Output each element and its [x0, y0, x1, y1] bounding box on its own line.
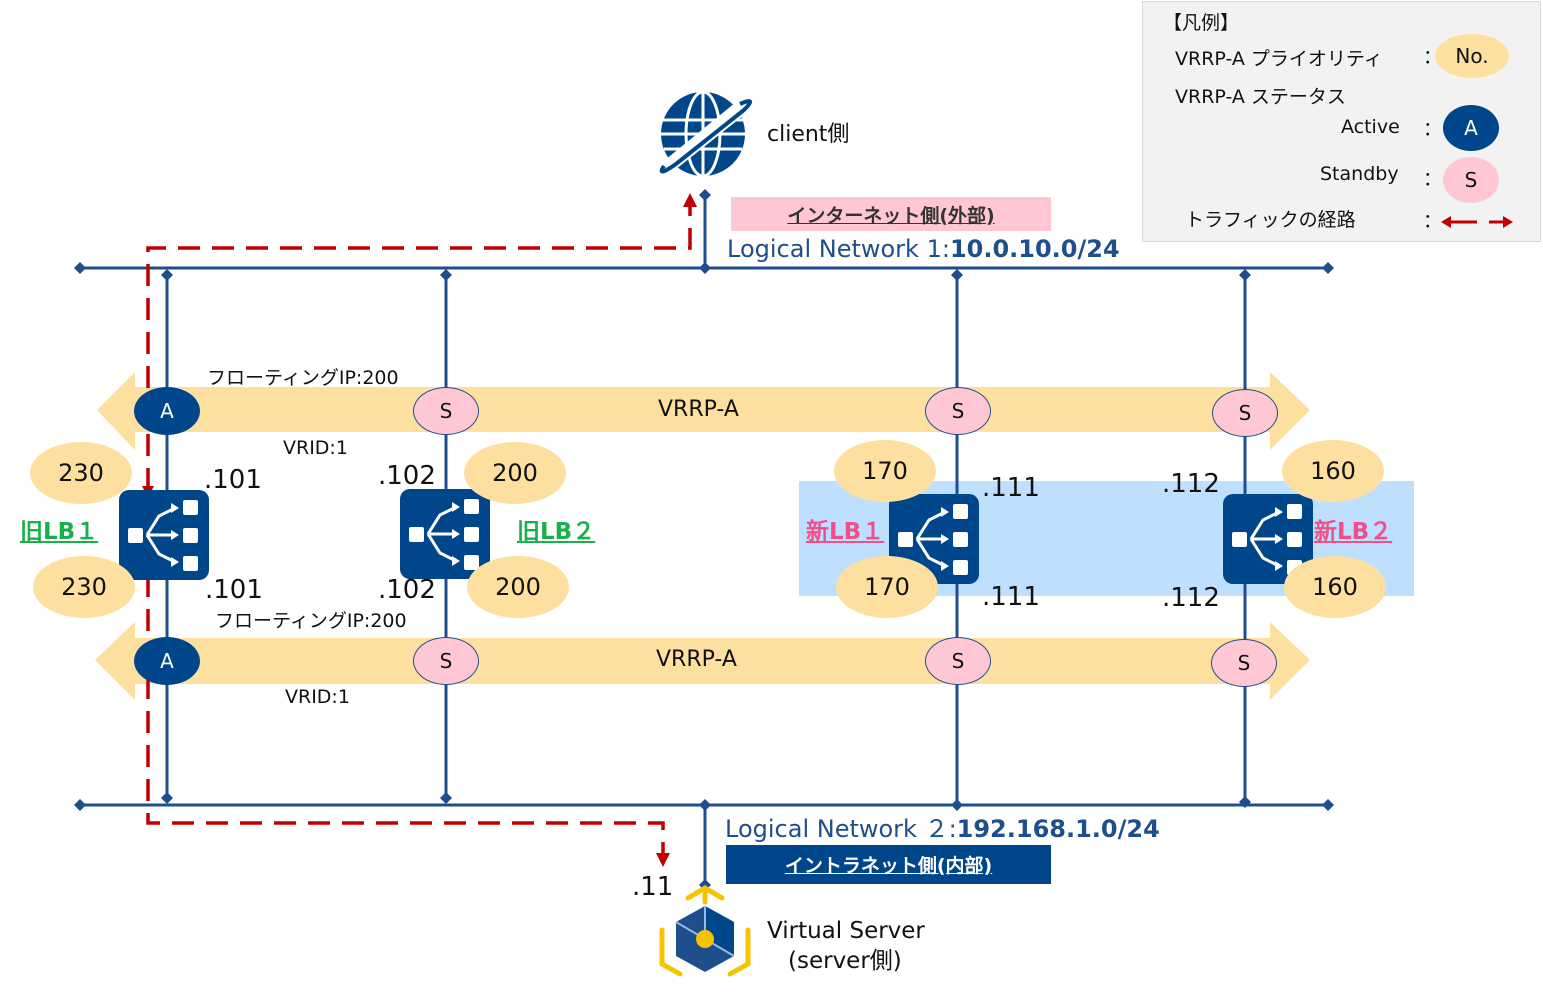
external-badge-text: インターネット側(外部)	[787, 204, 995, 227]
virtual-server-icon	[659, 885, 751, 977]
legend-title: 【凡例】	[1163, 12, 1240, 34]
lb-name-new-1: 新LB１	[806, 519, 885, 545]
client-label: client側	[767, 122, 850, 147]
lb-name-old-1: 旧LB１	[20, 519, 99, 545]
load-balancer-icon	[400, 489, 490, 579]
legend-active-sample: A	[1443, 105, 1499, 151]
floating-ip-lower: フローティングIP:200	[215, 610, 407, 632]
traffic-path-upper	[146, 193, 697, 490]
vrrp-lower-state-lb4: S	[1211, 639, 1277, 687]
ip-lb2-lower: .102	[378, 575, 436, 605]
legend-status-label: VRRP-A ステータス	[1175, 86, 1346, 108]
legend-colon: ：	[1423, 168, 1443, 190]
traffic-arrow-icon	[1441, 216, 1513, 228]
priority-lb2-upper: 200	[464, 442, 566, 504]
vrid-upper: VRID:1	[283, 437, 348, 459]
network-2-cidr: 192.168.1.0/24	[956, 815, 1160, 843]
globe-icon	[657, 90, 754, 178]
server-label-line1: Virtual Server	[767, 918, 925, 944]
server-label-line2: (server側)	[788, 948, 902, 974]
vrrp-lower-state-lb3: S	[925, 637, 991, 685]
server-ip: .11	[632, 872, 674, 902]
vrrp-lower-state-lb1: A	[134, 637, 200, 685]
legend-priority-label: VRRP-A プライオリティ	[1175, 48, 1383, 70]
network-1-label: Logical Network 1:10.0.10.0/24	[727, 237, 1120, 261]
ip-lb4-lower: .112	[1162, 583, 1220, 613]
vrrp-upper-state-lb3: S	[925, 387, 991, 435]
floating-ip-upper: フローティングIP:200	[207, 367, 399, 389]
load-balancer-icon	[119, 490, 209, 580]
lb-name-old-2: 旧LB２	[517, 519, 596, 545]
priority-lb3-upper: 170	[834, 440, 936, 502]
ip-lb1-lower: .101	[205, 575, 263, 605]
ip-lb3-upper: .111	[982, 473, 1040, 503]
vrrp-lower-label: VRRP-A	[656, 647, 737, 672]
ip-lb2-upper: .102	[378, 461, 436, 491]
vrrp-upper-label: VRRP-A	[658, 397, 739, 422]
ip-lb4-upper: .112	[1162, 469, 1220, 499]
legend-panel: 【凡例】 VRRP-A プライオリティ ： No. VRRP-A ステータス A…	[1142, 1, 1541, 242]
external-badge: インターネット側(外部)	[731, 197, 1051, 231]
traffic-path-lower	[146, 575, 670, 867]
legend-priority-sample: No.	[1435, 34, 1509, 78]
internal-badge: イントラネット側(内部)	[726, 845, 1051, 884]
vrrp-lower-band	[95, 622, 1310, 700]
network-2-label: Logical Network ２:192.168.1.0/24	[725, 817, 1160, 841]
vrid-lower: VRID:1	[285, 686, 350, 708]
network-1-prefix: Logical Network 1:	[727, 235, 950, 263]
network-1-cidr: 10.0.10.0/24	[949, 235, 1120, 263]
legend-standby-label: Standby	[1320, 163, 1399, 185]
priority-lb4-lower: 160	[1284, 556, 1386, 618]
vrrp-upper-state-lb2: S	[413, 387, 479, 435]
vrrp-upper-state-lb4: S	[1212, 389, 1278, 437]
ip-lb3-lower: .111	[982, 582, 1040, 612]
priority-lb2-lower: 200	[467, 556, 569, 618]
priority-lb1-upper: 230	[30, 442, 132, 504]
ip-lb1-upper: .101	[204, 465, 262, 495]
priority-lb3-lower: 170	[836, 556, 938, 618]
vrrp-lower-state-lb2: S	[413, 637, 479, 685]
legend-colon: ：	[1423, 118, 1443, 140]
network-2-prefix: Logical Network ２:	[725, 815, 957, 843]
legend-traffic-label: トラフィックの経路	[1185, 209, 1356, 231]
legend-colon: ：	[1423, 210, 1443, 232]
priority-lb1-lower: 230	[33, 556, 135, 618]
internal-badge-text: イントラネット側(内部)	[784, 855, 993, 877]
priority-lb4-upper: 160	[1282, 440, 1384, 502]
vrrp-upper-band	[97, 372, 1310, 450]
legend-active-label: Active	[1341, 116, 1400, 138]
legend-standby-sample: S	[1443, 157, 1499, 203]
vrrp-upper-state-lb1: A	[134, 387, 200, 435]
lb-name-new-2: 新LB２	[1314, 519, 1393, 545]
